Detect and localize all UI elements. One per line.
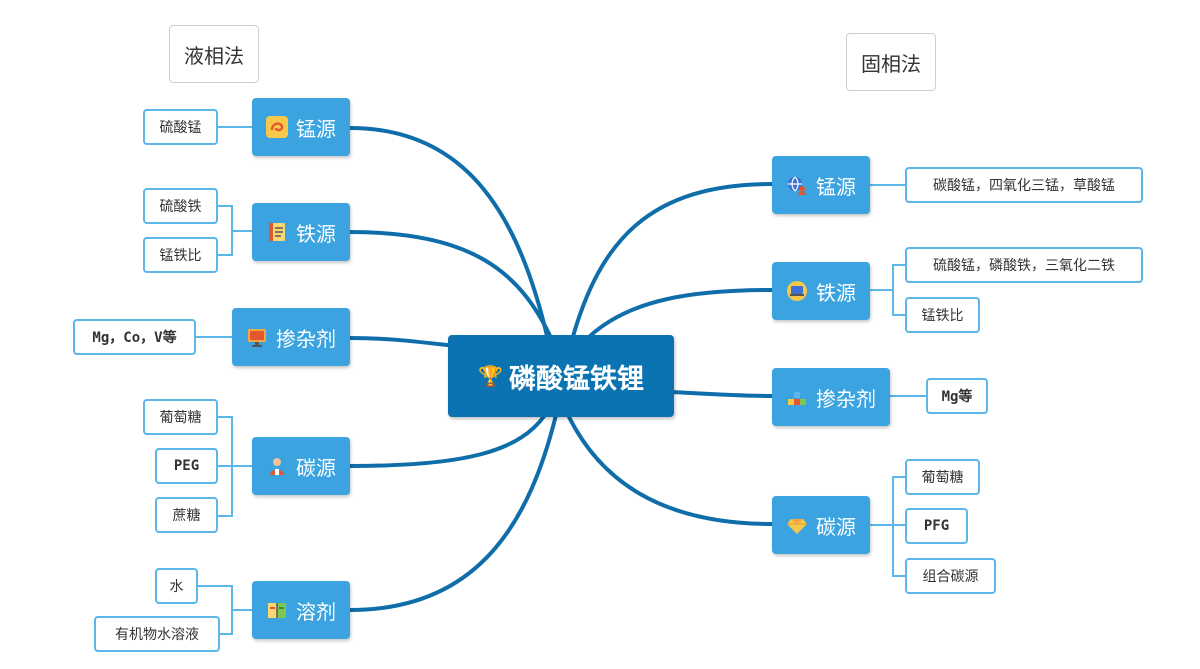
leaf-left-solvent-1[interactable]: 有机物水溶液 (94, 616, 220, 652)
swirl-icon (266, 116, 288, 138)
branch-left-carbon[interactable]: 碳源 (252, 437, 350, 495)
trophy-icon: 🏆 (478, 364, 503, 388)
leaf-right-iron-1[interactable]: 锰铁比 (905, 297, 980, 333)
leaf-left-carbon-1[interactable]: PEG (155, 448, 218, 484)
link-right-carbon (566, 413, 774, 526)
leaf-right-manganese-0[interactable]: 碳酸锰，四氧化三锰，草酸锰 (905, 167, 1143, 203)
laptop-icon (786, 280, 808, 302)
bracket-left-solvent (198, 585, 252, 635)
bracket-right-carbon (870, 476, 905, 577)
leaf-left-solvent-0[interactable]: 水 (155, 568, 198, 604)
branch-left-iron[interactable]: 铁源 (252, 203, 350, 261)
leaf-right-dopant-0[interactable]: Mg等 (926, 378, 988, 414)
link-left-manganese (348, 126, 550, 342)
branch-right-carbon[interactable]: 碳源 (772, 496, 870, 554)
leaf-left-carbon-0[interactable]: 葡萄糖 (143, 399, 218, 435)
leaf-right-carbon-2[interactable]: 组合碳源 (905, 558, 996, 594)
notebook-icon (266, 221, 288, 243)
leaf-left-iron-1[interactable]: 锰铁比 (143, 237, 218, 273)
root-node[interactable]: 🏆 磷酸锰铁锂 (448, 335, 674, 417)
bracket-left-carbon (218, 416, 252, 517)
branch-left-dopant[interactable]: 掺杂剂 (232, 308, 350, 366)
branch-left-manganese[interactable]: 锰源 (252, 98, 350, 156)
diamond-icon (786, 514, 808, 536)
link-right-manganese (570, 182, 774, 342)
branch-left-solvent[interactable]: 溶剂 (252, 581, 350, 639)
leaf-right-carbon-1[interactable]: PFG (905, 508, 968, 544)
leaf-right-iron-0[interactable]: 硫酸锰，磷酸铁，三氧化二铁 (905, 247, 1143, 283)
leaf-left-manganese-0[interactable]: 硫酸锰 (143, 109, 218, 145)
globe-icon (786, 174, 808, 196)
leaf-left-dopant-0[interactable]: Mg，Co，V等 (73, 319, 196, 355)
link-right-dopant (670, 390, 774, 398)
bracket-right-iron (870, 264, 905, 316)
link-left-iron (348, 230, 554, 342)
section-liquid-phase: 液相法 (169, 25, 259, 83)
link-left-carbon (348, 413, 547, 468)
leaf-left-carbon-2[interactable]: 蔗糖 (155, 497, 218, 533)
person-icon (266, 455, 288, 477)
link-left-solvent (348, 413, 558, 612)
link-right-iron (588, 288, 774, 338)
book-icon (266, 599, 288, 621)
monitor-icon (246, 326, 268, 348)
leaf-right-carbon-0[interactable]: 葡萄糖 (905, 459, 980, 495)
branch-right-dopant[interactable]: 掺杂剂 (772, 368, 890, 426)
leaf-left-iron-0[interactable]: 硫酸铁 (143, 188, 218, 224)
bracket-left-iron (218, 205, 252, 256)
section-solid-phase: 固相法 (846, 33, 936, 91)
branch-right-iron[interactable]: 铁源 (772, 262, 870, 320)
blocks-icon (786, 386, 808, 408)
link-left-dopant (348, 336, 457, 348)
branch-right-manganese[interactable]: 锰源 (772, 156, 870, 214)
